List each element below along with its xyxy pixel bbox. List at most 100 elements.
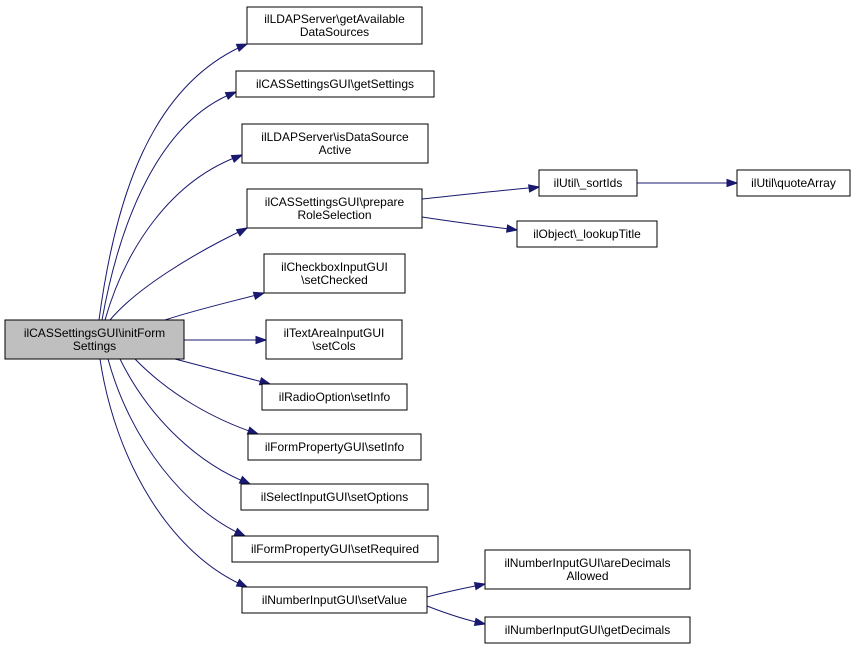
- node-label: ilFormPropertyGUI\setInfo: [265, 440, 405, 454]
- edge-n4-to-n13: [421, 216, 519, 233]
- arrowhead-icon: [528, 184, 541, 193]
- node-label: Settings: [73, 339, 116, 353]
- node-box: [516, 220, 658, 248]
- node-label: ilNumberInputGUI\getDecimals: [505, 623, 670, 637]
- arrowhead-icon: [473, 617, 487, 626]
- edge-line: [99, 358, 248, 588]
- function-node[interactable]: ilNumberInputGUI\getDecimals: [484, 616, 691, 644]
- node-label: ilLDAPServer\isDataSource: [261, 130, 409, 144]
- edge-line: [174, 358, 271, 385]
- node-label: ilCheckboxInputGUI: [281, 260, 388, 274]
- function-node[interactable]: ilUtil\_sortIds: [538, 169, 638, 197]
- edge-line: [98, 43, 248, 321]
- arrowhead-icon: [235, 578, 249, 588]
- arrowhead-icon: [224, 91, 238, 101]
- node-label: ilTextAreaInputGUI: [284, 326, 385, 340]
- edge-line: [134, 358, 259, 435]
- node-box: [736, 169, 851, 197]
- arrowhead-icon: [235, 43, 249, 52]
- function-node[interactable]: ilCASSettingsGUI\getSettings: [235, 70, 435, 98]
- arrowhead-icon: [252, 291, 266, 301]
- function-node[interactable]: ilTextAreaInputGUI\setCols: [265, 319, 403, 360]
- node-box: [246, 188, 423, 229]
- node-label: ilObject\_lookupTitle: [533, 227, 641, 241]
- edge-layer: [98, 43, 739, 626]
- arrowhead-icon: [238, 475, 252, 485]
- edge-root-to-n6: [184, 335, 268, 345]
- edge-line: [104, 154, 243, 321]
- arrowhead-icon: [230, 154, 244, 164]
- node-label: ilUtil\quoteArray: [751, 176, 836, 190]
- function-node[interactable]: ilUtil\quoteArray: [736, 169, 851, 197]
- arrowhead-icon: [246, 426, 260, 435]
- arrowhead-icon: [233, 527, 247, 537]
- function-node[interactable]: ilFormPropertyGUI\setRequired: [231, 535, 439, 563]
- node-box: [538, 169, 638, 197]
- node-label: ilSelectInputGUI\setOptions: [261, 490, 408, 504]
- edge-root-to-n8: [134, 358, 260, 435]
- arrowhead-icon: [726, 178, 739, 188]
- node-box: [231, 535, 439, 563]
- edge-n12-to-n14: [637, 178, 739, 188]
- edge-n11-to-n15: [426, 582, 487, 598]
- edge-line: [101, 91, 237, 321]
- node-label: Allowed: [566, 569, 608, 583]
- function-node[interactable]: ilNumberInputGUI\setValue: [241, 586, 428, 614]
- node-label: ilCASSettingsGUI\prepare: [265, 195, 405, 209]
- node-label: Active: [319, 143, 352, 157]
- edge-root-to-n3: [104, 154, 244, 321]
- node-label: RoleSelection: [297, 208, 371, 222]
- node-box: [4, 319, 185, 360]
- function-node[interactable]: ilCheckboxInputGUI\setChecked: [263, 253, 406, 294]
- node-box: [247, 433, 422, 461]
- node-label: ilNumberInputGUI\areDecimals: [504, 556, 670, 570]
- edge-line: [107, 358, 246, 537]
- node-label: \setCols: [312, 339, 355, 353]
- edge-root-to-n9: [119, 358, 252, 485]
- node-box: [484, 616, 691, 644]
- arrowhead-icon: [255, 335, 268, 345]
- node-label: ilNumberInputGUI\setValue: [262, 593, 408, 607]
- node-label: \setChecked: [301, 273, 368, 287]
- edge-line: [164, 292, 265, 321]
- node-label: ilUtil\_sortIds: [554, 176, 623, 190]
- function-node[interactable]: ilSelectInputGUI\setOptions: [240, 483, 429, 511]
- node-box: [484, 549, 691, 590]
- node-box: [241, 586, 428, 614]
- edge-root-to-n10: [107, 358, 247, 537]
- edge-root-to-n4: [109, 227, 249, 321]
- edge-line: [421, 216, 518, 231]
- edge-n11-to-n16: [426, 605, 487, 626]
- arrowhead-icon: [235, 227, 249, 237]
- edge-root-to-n1: [98, 43, 249, 321]
- node-box: [261, 383, 408, 411]
- node-label: ilFormPropertyGUI\setRequired: [251, 542, 419, 556]
- edge-line: [421, 186, 540, 200]
- function-node[interactable]: ilObject\_lookupTitle: [516, 220, 658, 248]
- function-node[interactable]: ilRadioOption\setInfo: [261, 383, 408, 411]
- edge-line: [119, 358, 251, 485]
- node-box: [246, 6, 423, 45]
- edge-root-to-n7: [174, 358, 272, 386]
- edge-root-to-n11: [99, 358, 249, 588]
- node-label: ilCASSettingsGUI\getSettings: [256, 77, 414, 91]
- node-label: ilRadioOption\setInfo: [279, 390, 391, 404]
- edge-line: [109, 227, 248, 321]
- node-box: [235, 70, 435, 98]
- edge-n4-to-n12: [421, 184, 541, 200]
- node-box: [265, 319, 403, 360]
- node-box: [240, 483, 429, 511]
- node-label: ilCASSettingsGUI\initForm: [24, 326, 165, 340]
- function-node[interactable]: ilFormPropertyGUI\setInfo: [247, 433, 422, 461]
- arrowhead-icon: [473, 582, 487, 591]
- edge-root-to-n5: [164, 291, 266, 321]
- node-box: [263, 253, 406, 294]
- node-label: DataSources: [300, 25, 369, 39]
